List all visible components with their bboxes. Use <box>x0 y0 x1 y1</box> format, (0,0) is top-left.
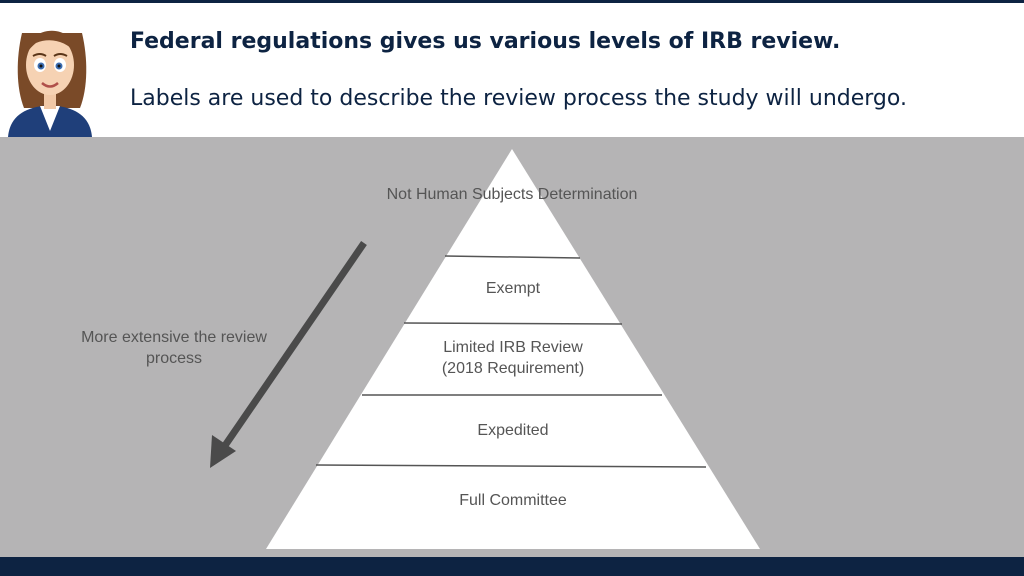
level-label-2018-requirement: (2018 Requirement) <box>441 360 585 377</box>
arrow-caption-line-1: More extensive the review <box>81 329 267 346</box>
footer-bar <box>0 557 1024 576</box>
arrow-caption-line-2: process <box>145 350 203 367</box>
pyramid-shape <box>266 149 760 549</box>
slide-header: Federal regulations gives us various lev… <box>0 3 1024 137</box>
slide-subtitle: Labels are used to describe the review p… <box>130 86 907 111</box>
pyramid-divider <box>444 255 581 259</box>
cartoon-woman-avatar-icon <box>0 3 100 137</box>
review-levels-pyramid <box>210 149 760 549</box>
arrow-caption: More extensive the review process <box>59 327 289 369</box>
level-label-limited-irb-review: Limited IRB Review <box>443 339 583 356</box>
pyramid-divider <box>315 464 707 468</box>
slide-title: Federal regulations gives us various lev… <box>130 29 841 54</box>
level-label-exempt: Exempt <box>485 280 541 297</box>
level-label-expedited: Expedited <box>477 422 549 439</box>
level-label-not-human-subjects: Not Human Subjects Determination <box>386 186 638 203</box>
level-label-full-committee: Full Committee <box>459 492 567 509</box>
pyramid-divider <box>403 322 623 325</box>
down-left-arrow-icon <box>210 241 367 468</box>
diagram-stage: Not Human Subjects Determination Exempt … <box>0 137 1024 557</box>
top-accent-line <box>0 0 1024 3</box>
